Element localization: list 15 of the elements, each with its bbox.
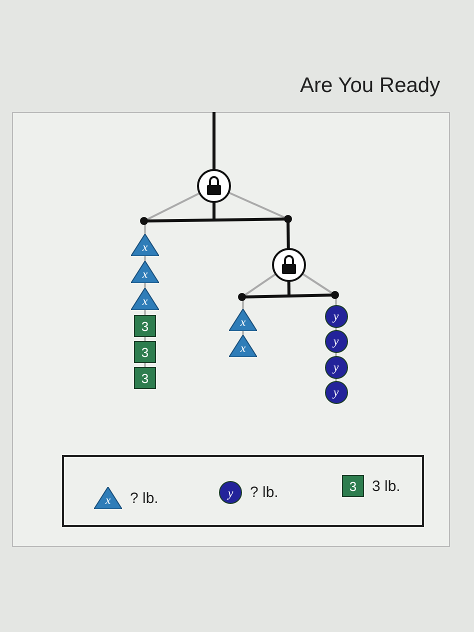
square-weight: 3 xyxy=(134,367,156,389)
triangle-weight: x xyxy=(94,487,122,509)
legend-text: ? lb. xyxy=(130,490,158,506)
legend-text: ? lb. xyxy=(250,484,278,501)
triangle-weight: x xyxy=(229,335,257,357)
square-weight: 3 xyxy=(134,341,156,363)
legend-text: 3 lb. xyxy=(372,478,400,494)
triangle-weight: x xyxy=(131,261,159,283)
heading: Are You Ready xyxy=(300,74,440,98)
triangle-weight: x xyxy=(131,234,159,256)
square-weight: 3 xyxy=(134,315,156,337)
triangle-weight: x xyxy=(229,309,257,331)
circle-weight: y xyxy=(219,481,242,504)
triangle-weight: x xyxy=(131,288,159,310)
square-weight: 3 xyxy=(342,475,364,497)
